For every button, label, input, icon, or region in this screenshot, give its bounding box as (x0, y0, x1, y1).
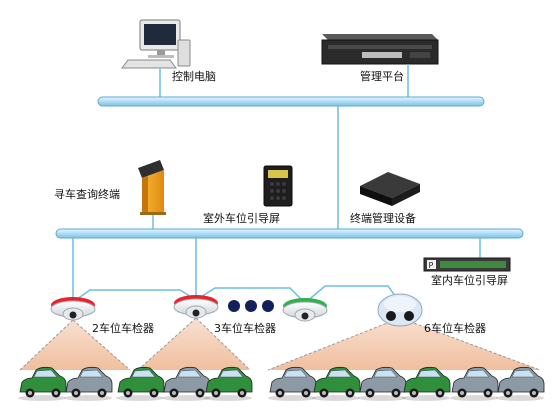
terminal-management-device-icon (360, 172, 420, 206)
detector-link-b (195, 287, 306, 304)
car-icon (496, 366, 545, 401)
detector-3-icon (173, 295, 219, 319)
detector-link-c (304, 285, 399, 304)
indoor-screen-label: 室内车位引导屏 (431, 273, 508, 287)
car-icon (450, 366, 499, 401)
car-icon (116, 366, 165, 401)
query-terminal-label: 寻车查询终端 (54, 187, 120, 201)
car-icon (204, 366, 253, 401)
outdoor-guidance-screen-icon (263, 165, 293, 207)
detector-2-label: 2车位车检器 (92, 321, 154, 335)
car-icon (18, 366, 67, 401)
detector-3-label: 3车位车检器 (214, 321, 276, 335)
detector-6-label: 6车位车检器 (424, 321, 486, 335)
car-icon (268, 366, 317, 401)
indoor-guidance-screen-icon: P (423, 257, 511, 272)
detection-cone-6 (268, 318, 540, 370)
management-server-icon (321, 34, 439, 65)
car-icon (162, 366, 211, 401)
detector-link-a (72, 289, 197, 303)
car-icon (358, 366, 407, 401)
control-pc-label: 控制电脑 (172, 69, 216, 83)
top-network-bus (97, 96, 485, 107)
detector-6-icon (377, 293, 423, 327)
detector-2-icon (50, 297, 96, 321)
parked-cars (18, 366, 545, 401)
detector-green-icon (282, 298, 328, 322)
detection-cone-2 (20, 320, 130, 370)
outdoor-screen-label: 室外车位引导屏 (203, 211, 280, 225)
ellipsis-icon (228, 300, 274, 312)
detection-cone-3 (138, 318, 250, 370)
svg-text:P: P (429, 261, 434, 270)
car-icon (312, 366, 361, 401)
car-icon (64, 366, 113, 401)
terminal-mgmt-label: 终端管理设备 (350, 211, 416, 225)
control-pc-icon (121, 19, 191, 69)
query-kiosk-icon (138, 160, 166, 215)
mgmt-platform-label: 管理平台 (360, 69, 404, 83)
field-network-bus (55, 228, 524, 239)
car-icon (402, 366, 451, 401)
